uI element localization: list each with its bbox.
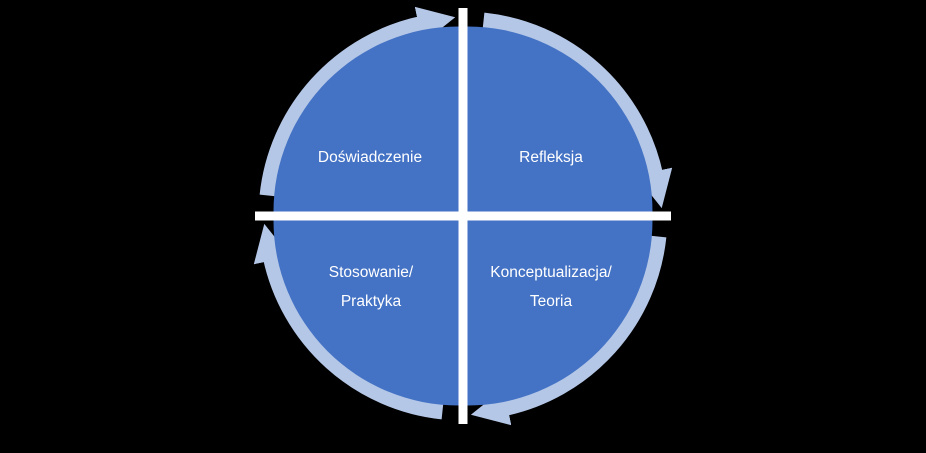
cycle-arrow-bottom-to-left-icon (253, 223, 444, 420)
quadrant-top-left (273, 26, 459, 212)
divider-horizontal (255, 211, 671, 221)
cycle-arrow-top-to-right-icon (482, 12, 673, 209)
cycle-arrow-right-to-bottom-icon (470, 235, 667, 426)
label-konceptualizacja-line1: Konceptualizacja/ (490, 264, 612, 281)
label-konceptualizacja-line2: Teoria (530, 293, 573, 310)
label-refleksja: Refleksja (519, 149, 583, 166)
quadrant-bottom-right (467, 220, 653, 406)
label-doswiadczenie: Doświadczenie (318, 149, 422, 166)
quadrant-top-right (467, 26, 653, 212)
cycle-arrow-left-to-top-icon (259, 6, 456, 197)
quadrant-bottom-left (273, 220, 459, 406)
label-stosowanie-line2: Praktyka (341, 293, 402, 310)
label-stosowanie-line1: Stosowanie/ (329, 264, 414, 281)
